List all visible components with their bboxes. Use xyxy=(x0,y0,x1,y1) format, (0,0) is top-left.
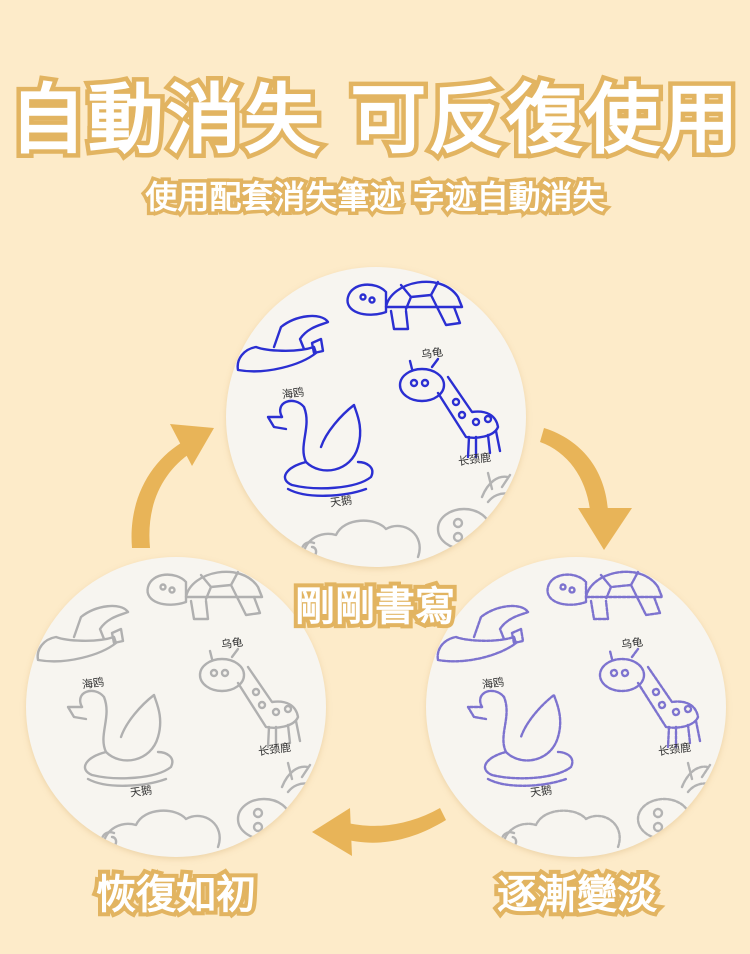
page-subtitle: 使用配套消失筆迹 字迹自動消失 xyxy=(142,175,608,220)
arrow-up-right-icon xyxy=(131,424,214,548)
label-turtle: 乌龟 xyxy=(620,635,644,652)
label-swan: 天鹅 xyxy=(529,783,553,800)
label-seagull: 海鸥 xyxy=(281,385,305,402)
step-label-fading: 逐漸變淡 xyxy=(493,868,661,922)
circle-restored: 海鸥 乌龟 天鹅 长颈鹿 xyxy=(26,557,326,857)
animal-drawings-fresh xyxy=(236,280,524,567)
label-turtle: 乌龟 xyxy=(420,345,444,362)
circle-fading: 海鸥 乌龟 天鹅 长颈鹿 xyxy=(426,557,726,857)
page-title: 自動消失 可反復使用 xyxy=(5,71,742,169)
step-label-restored: 恢復如初 xyxy=(92,868,260,922)
arrow-down-right-icon xyxy=(540,428,632,550)
label-swan: 天鹅 xyxy=(129,783,153,800)
label-swan: 天鹅 xyxy=(329,493,353,510)
circle-freshly-written: 海鸥 乌龟 天鹅 长颈鹿 xyxy=(226,267,526,567)
step-label-written: 剛剛書寫 xyxy=(291,580,459,634)
label-seagull: 海鸥 xyxy=(481,675,505,692)
label-turtle: 乌龟 xyxy=(220,635,244,652)
label-seagull: 海鸥 xyxy=(81,675,105,692)
